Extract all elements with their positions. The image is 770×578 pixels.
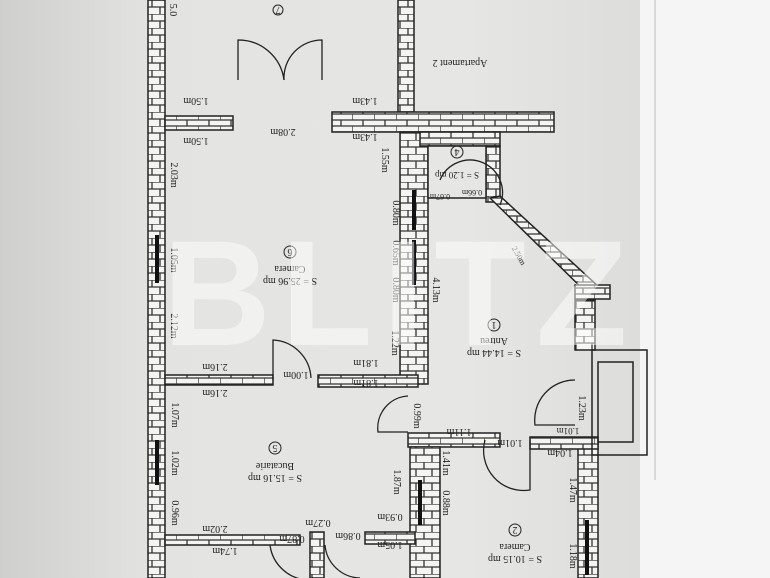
wall-stub-left <box>164 115 234 131</box>
room-2: S = 10.15 mp Camera 2 <box>488 523 542 564</box>
windows <box>155 190 589 575</box>
svg-text:0.96m: 0.96m <box>169 500 180 526</box>
dimension-labels: 1.50m 1.50m 1.43m 1.43m 2.08m 1.55m 0.66… <box>167 4 587 569</box>
wall-corner <box>574 284 611 300</box>
svg-text:0.66m: 0.66m <box>461 188 482 197</box>
svg-text:0.87m: 0.87m <box>279 533 305 544</box>
svg-text:S = 10.15 mp: S = 10.15 mp <box>488 553 542 564</box>
svg-text:1.07m: 1.07m <box>169 402 180 428</box>
wall-bath-side <box>309 531 325 578</box>
room-labels: 7 Apartament 2 S = 25.96 mp Camera 6 S =… <box>248 4 542 564</box>
svg-text:0.65m: 0.65m <box>390 240 401 266</box>
svg-text:1.18m: 1.18m <box>567 543 578 569</box>
svg-text:1.22m: 1.22m <box>389 330 400 356</box>
svg-text:2.03m: 2.03m <box>168 162 179 188</box>
svg-text:Camera: Camera <box>274 263 306 274</box>
wall-lower-center <box>409 446 441 578</box>
wall-left-outer <box>147 0 166 578</box>
svg-text:Bucatarie: Bucatarie <box>255 460 294 471</box>
svg-text:1.55m: 1.55m <box>379 147 390 173</box>
room-1: S = 14.44 mp Antreu 1 <box>467 318 521 358</box>
wall-storage-side <box>485 145 501 203</box>
svg-text:1.50m: 1.50m <box>183 95 209 106</box>
svg-text:0.67m: 0.67m <box>429 192 450 201</box>
svg-text:1.81m: 1.81m <box>353 377 379 388</box>
room-7-number: 7 <box>276 4 281 15</box>
svg-text:2: 2 <box>513 524 518 535</box>
svg-text:2.08m: 2.08m <box>270 126 296 137</box>
svg-text:0.80m: 0.80m <box>390 277 401 303</box>
wall-bath-top <box>364 531 416 545</box>
svg-text:0.80m: 0.80m <box>390 200 401 226</box>
room-6: S = 25.96 mp Camera 6 <box>263 245 317 286</box>
svg-text:2.16m: 2.16m <box>202 361 228 372</box>
svg-text:0.99m: 0.99m <box>411 403 422 429</box>
wall-hall-mid <box>407 432 501 448</box>
svg-text:5: 5 <box>273 442 278 453</box>
svg-text:1.50m: 1.50m <box>183 135 209 146</box>
balcony-inner <box>597 361 634 443</box>
wall-kitchen-top-right <box>317 374 419 388</box>
svg-text:4.13m: 4.13m <box>430 277 441 303</box>
svg-text:5.0: 5.0 <box>167 4 178 17</box>
svg-text:2.16m: 2.16m <box>202 387 228 398</box>
svg-text:1.41m: 1.41m <box>440 450 451 476</box>
svg-text:1.74m: 1.74m <box>212 545 238 556</box>
wall-storage-top <box>419 131 501 147</box>
svg-text:1.43m: 1.43m <box>352 131 378 142</box>
svg-text:Camera: Camera <box>499 541 531 552</box>
svg-text:S = 15.16 mp: S = 15.16 mp <box>248 472 302 483</box>
svg-text:1.43m: 1.43m <box>352 95 378 106</box>
wall-top-middle <box>397 0 415 113</box>
paper-margin <box>640 0 770 578</box>
svg-text:1.11m: 1.11m <box>446 426 471 437</box>
svg-text:1.47m: 1.47m <box>567 477 578 503</box>
svg-text:S = 1.20 mp: S = 1.20 mp <box>434 170 479 180</box>
wall-kitchen-bottom <box>164 534 301 546</box>
svg-text:S = 14.44 mp: S = 14.44 mp <box>467 347 521 358</box>
svg-text:2.02m: 2.02m <box>202 523 228 534</box>
svg-text:1.05m: 1.05m <box>168 247 179 273</box>
doors <box>237 39 576 578</box>
room-4: S = 1.20 mp 4 <box>434 145 479 180</box>
svg-text:6: 6 <box>288 246 293 257</box>
svg-text:S = 25.96 mp: S = 25.96 mp <box>263 275 317 286</box>
svg-text:1.81m: 1.81m <box>353 357 379 368</box>
svg-text:1.01m: 1.01m <box>557 426 580 436</box>
svg-text:1.02m: 1.02m <box>169 450 180 476</box>
wall-right-upper <box>574 299 596 351</box>
svg-text:1.05m: 1.05m <box>377 539 403 550</box>
svg-text:4: 4 <box>455 146 460 157</box>
svg-text:1.23m: 1.23m <box>576 395 587 421</box>
svg-text:0.93m: 0.93m <box>377 511 403 522</box>
svg-text:2.12m: 2.12m <box>168 313 179 339</box>
apartment-annotation: Apartament 2 <box>433 57 488 68</box>
svg-text:1.87m: 1.87m <box>391 469 402 495</box>
svg-text:1.04m: 1.04m <box>547 447 573 458</box>
svg-text:1.01m: 1.01m <box>497 437 523 448</box>
svg-text:Antreu: Antreu <box>480 335 508 346</box>
svg-text:0.27m: 0.27m <box>305 517 331 528</box>
room-5: S = 15.16 mp Bucatarie 5 <box>248 441 302 483</box>
svg-text:1: 1 <box>492 319 497 330</box>
wall-horizontal-top <box>331 111 555 133</box>
svg-text:0.88m: 0.88m <box>440 490 451 516</box>
svg-text:1.00m: 1.00m <box>283 369 309 380</box>
watermark: BLITZ <box>163 209 638 377</box>
balcony-outer <box>591 349 648 456</box>
svg-text:0.86m: 0.86m <box>335 530 361 541</box>
